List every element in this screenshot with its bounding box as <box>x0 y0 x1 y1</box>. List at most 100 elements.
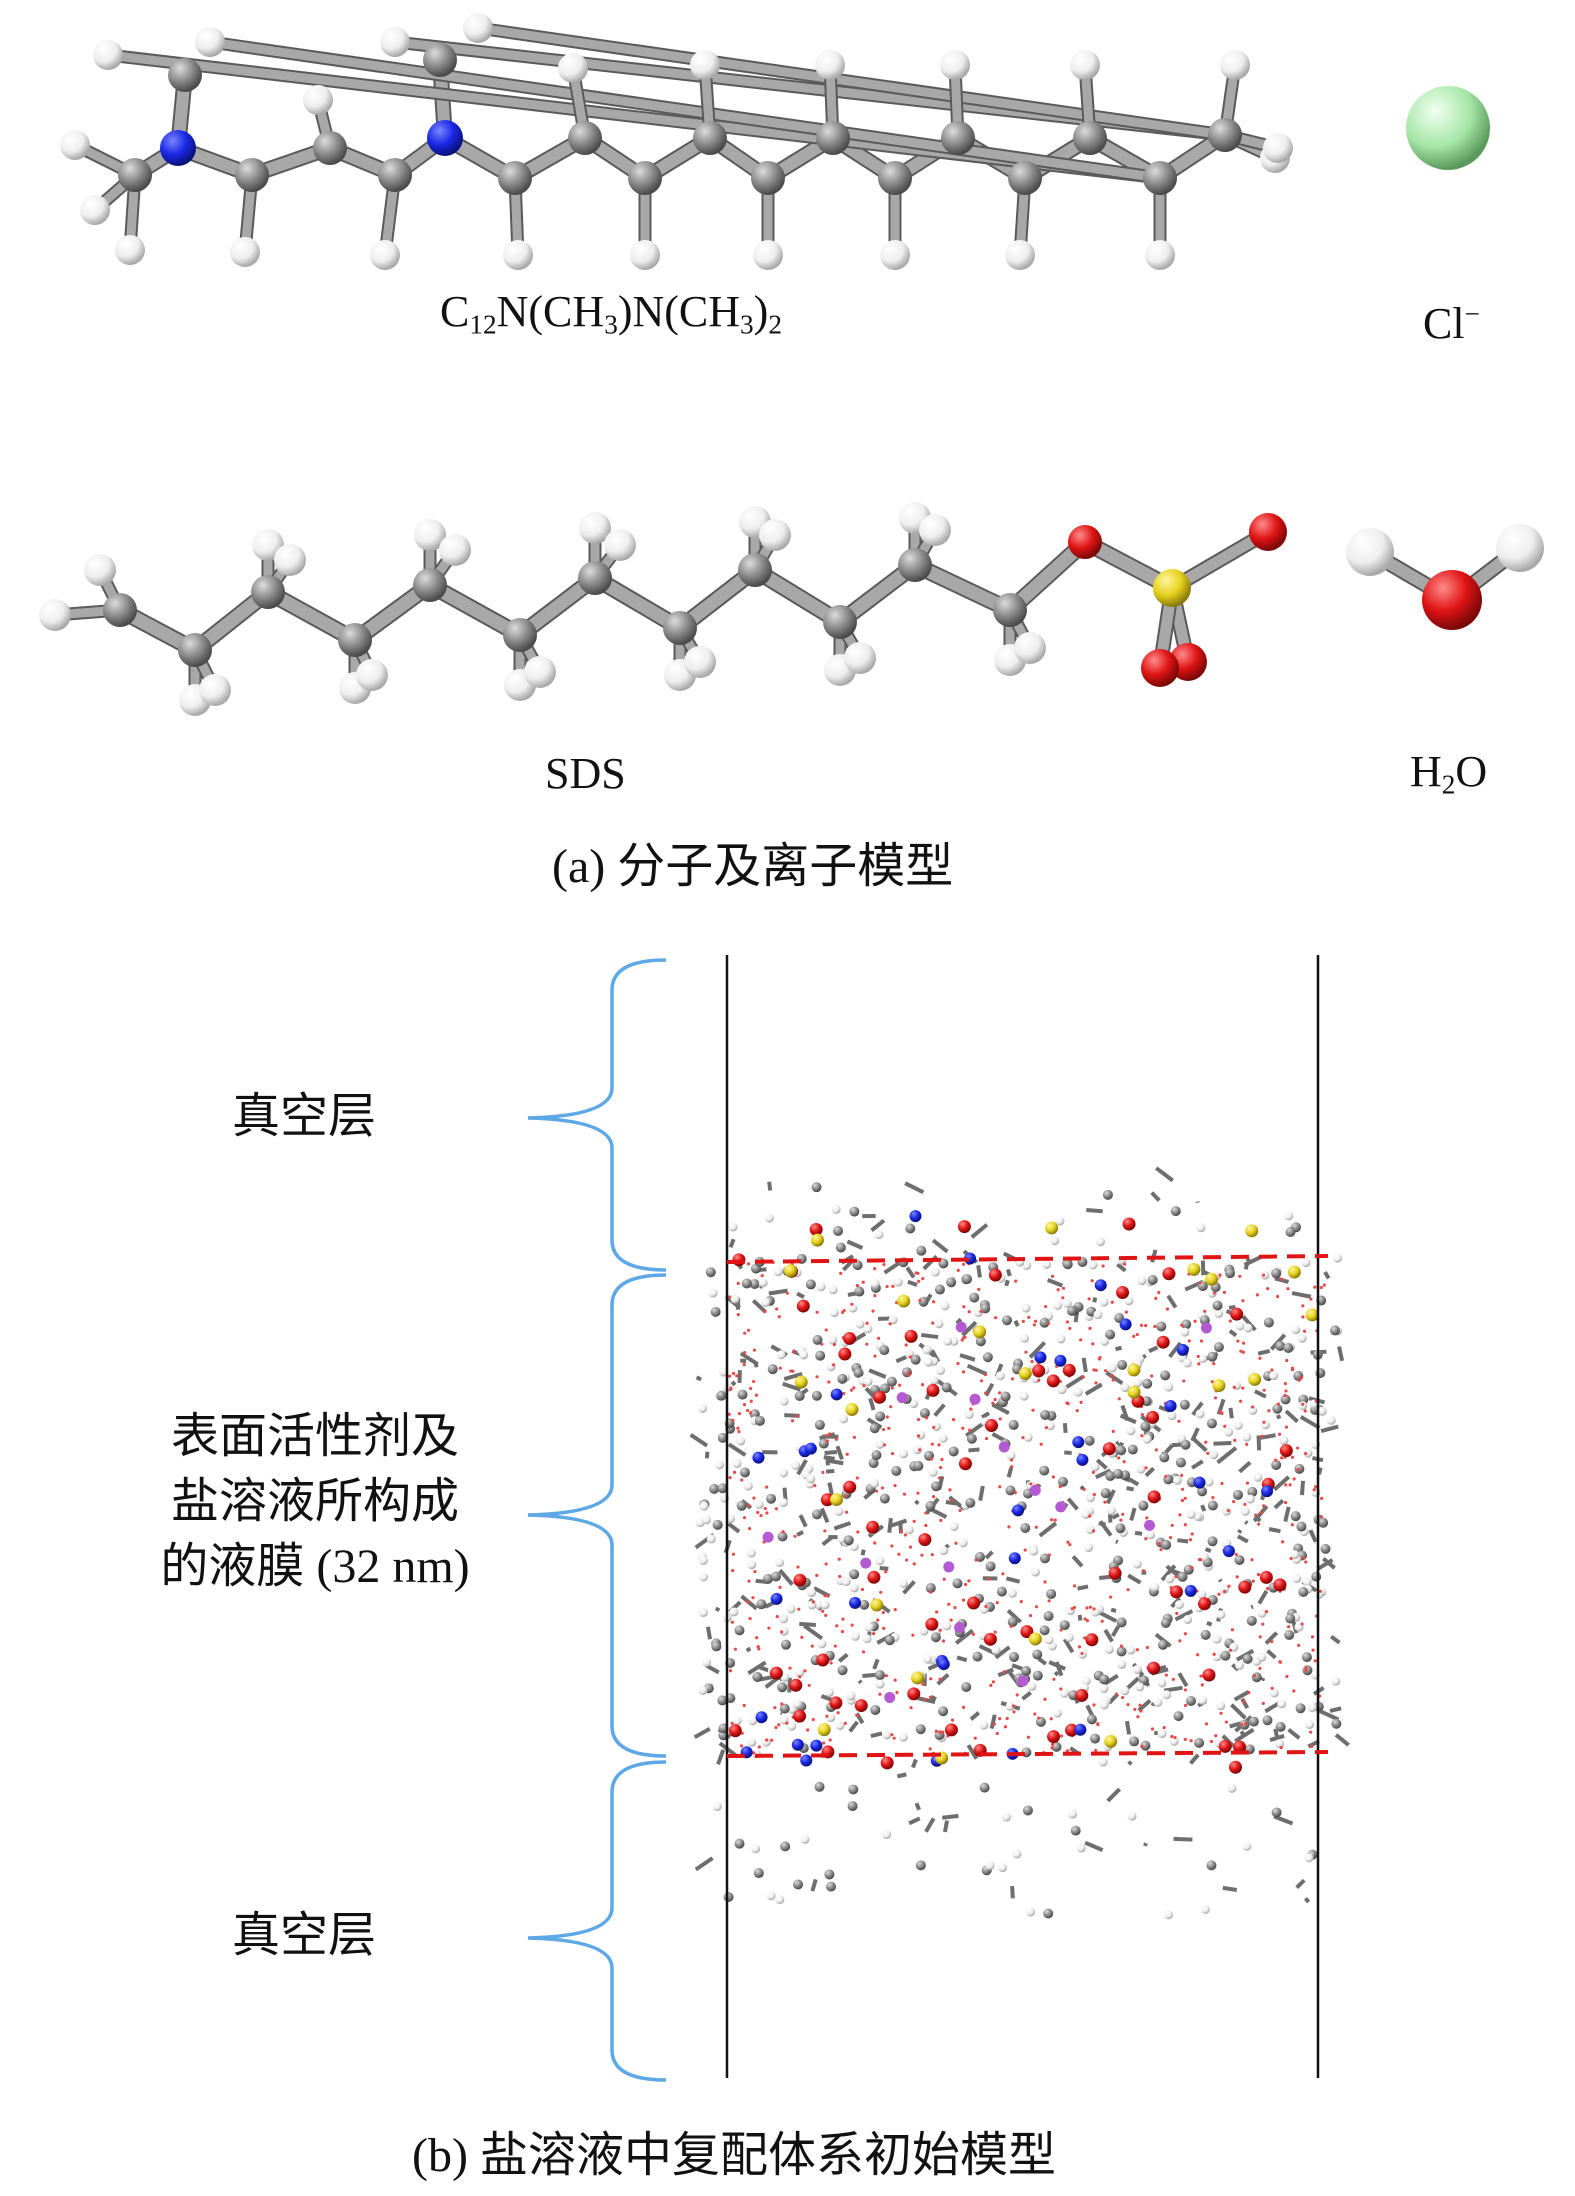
water-oxygen-dot <box>763 1506 767 1511</box>
water-oxygen-dot <box>1096 1723 1100 1727</box>
hydrogen-atom <box>303 85 333 115</box>
chain-bond <box>778 1568 794 1586</box>
carbon-atom <box>849 1206 860 1217</box>
water-oxygen-dot <box>1212 1362 1216 1366</box>
water-oxygen-dot <box>917 1279 921 1283</box>
chain-bond <box>1166 1294 1178 1309</box>
chain-bond <box>1124 1720 1132 1735</box>
water-oxygen-dot <box>821 1470 825 1474</box>
carbon-atom <box>1043 1908 1054 1919</box>
chain-bond <box>1204 1547 1212 1553</box>
carbon-atom <box>717 1432 728 1443</box>
oxygen-atom <box>809 1222 823 1236</box>
carbon-atom <box>777 1682 788 1693</box>
bracket-liquid-film <box>527 1273 667 1758</box>
water-oxygen-dot <box>1037 1378 1041 1383</box>
hydrogen-atom <box>938 1433 948 1443</box>
chain-bond <box>1053 1670 1060 1677</box>
water-oxygen-dot <box>995 1731 999 1736</box>
water-oxygen-dot <box>983 1372 988 1377</box>
hydrogen-atom <box>870 1478 880 1488</box>
water-oxygen-dot <box>1001 1572 1005 1576</box>
hydrogen-atom <box>923 1654 933 1664</box>
chain-bond <box>1126 1486 1135 1492</box>
hydrogen-atom <box>1304 1853 1314 1863</box>
water-oxygen-dot <box>794 1414 799 1418</box>
hydrogen-atom <box>1044 1635 1054 1645</box>
water-oxygen-dot <box>1278 1660 1283 1664</box>
chain-bond <box>1037 1657 1048 1666</box>
water-oxygen-dot <box>1261 1701 1265 1706</box>
water-oxygen-dot <box>937 1476 941 1480</box>
carbon-atom <box>235 158 269 192</box>
hydrogen-atom <box>787 1704 797 1714</box>
water-oxygen-dot <box>939 1518 943 1522</box>
sulfur-atom <box>794 1375 808 1389</box>
nitrogen-atom <box>755 1711 768 1724</box>
hydrogen-atom <box>773 1267 783 1277</box>
chain-bond <box>716 1749 726 1766</box>
water-oxygen-dot <box>1281 1540 1285 1544</box>
carbon-atom <box>705 1267 716 1278</box>
carbon-atom <box>962 1274 973 1285</box>
chain-bond <box>868 1397 876 1411</box>
water-oxygen-dot <box>1313 1659 1317 1663</box>
carbon-atom <box>1200 1629 1211 1640</box>
carbon-atom <box>1285 1613 1296 1624</box>
chain-bond <box>1190 1427 1200 1442</box>
water-oxygen-dot <box>757 1745 761 1749</box>
water-oxygen-dot <box>842 1391 846 1396</box>
chain-bond <box>1291 1291 1312 1299</box>
water-oxygen-dot <box>1092 1492 1097 1497</box>
nitrogen-atom <box>1012 1504 1025 1517</box>
water-oxygen-dot <box>1012 1710 1016 1714</box>
carbon-atom <box>1039 1625 1050 1636</box>
water-oxygen-dot <box>956 1268 960 1272</box>
hydrogen-atom <box>726 1514 736 1524</box>
carbon-atom <box>1084 1435 1095 1446</box>
bond-highlight <box>423 578 527 642</box>
water-oxygen-dot <box>882 1443 887 1447</box>
hydrogen-atom <box>1023 1432 1033 1442</box>
chain-bond <box>1273 1498 1285 1510</box>
hydrogen-atom <box>829 1308 839 1318</box>
hydrogen-atom <box>1150 1582 1160 1592</box>
water-oxygen-dot <box>1023 1548 1027 1552</box>
oxygen-atom <box>926 1383 940 1397</box>
water-oxygen-dot <box>877 1336 881 1340</box>
carbon-atom <box>1117 1359 1128 1370</box>
carbon-atom <box>734 1625 745 1636</box>
chain-bond <box>889 1518 908 1528</box>
sulfur-atom <box>1153 569 1191 607</box>
hydrogen-atom <box>1145 240 1175 270</box>
chain-bond <box>936 1673 950 1686</box>
water-oxygen-dot <box>961 1370 966 1374</box>
carbon-atom <box>1116 1646 1127 1657</box>
water-oxygen-dot <box>993 1316 998 1320</box>
sulfur-atom <box>910 1671 924 1685</box>
chain-bond <box>1144 1466 1156 1478</box>
chain-bond <box>1097 1610 1118 1623</box>
hydrogen-atom <box>1120 1686 1130 1696</box>
water-oxygen-dot <box>793 1534 797 1538</box>
water-oxygen-dot <box>1021 1319 1025 1323</box>
water-oxygen-dot <box>1024 1350 1028 1354</box>
chain-bond <box>1006 1467 1014 1478</box>
water-oxygen-dot <box>1154 1448 1158 1452</box>
chain-bond <box>1105 1489 1116 1505</box>
water-oxygen-dot <box>899 1529 904 1533</box>
water-oxygen-dot <box>752 1751 756 1755</box>
water-oxygen-dot <box>1199 1674 1203 1678</box>
water-oxygen-dot <box>1094 1748 1098 1753</box>
carbon-atom <box>734 1838 745 1849</box>
carbon-atom <box>812 1334 823 1345</box>
carbon-atom <box>925 1583 936 1594</box>
water-oxygen-dot <box>1204 1722 1209 1726</box>
water-oxygen-dot <box>845 1452 849 1456</box>
water-oxygen-dot <box>1162 1726 1166 1730</box>
chain-bond <box>751 1299 767 1314</box>
water-oxygen-dot <box>1209 1739 1214 1744</box>
hydrogen-atom <box>1106 1506 1116 1516</box>
carbon-atom <box>1246 1615 1257 1626</box>
carbon-atom <box>854 1286 865 1297</box>
